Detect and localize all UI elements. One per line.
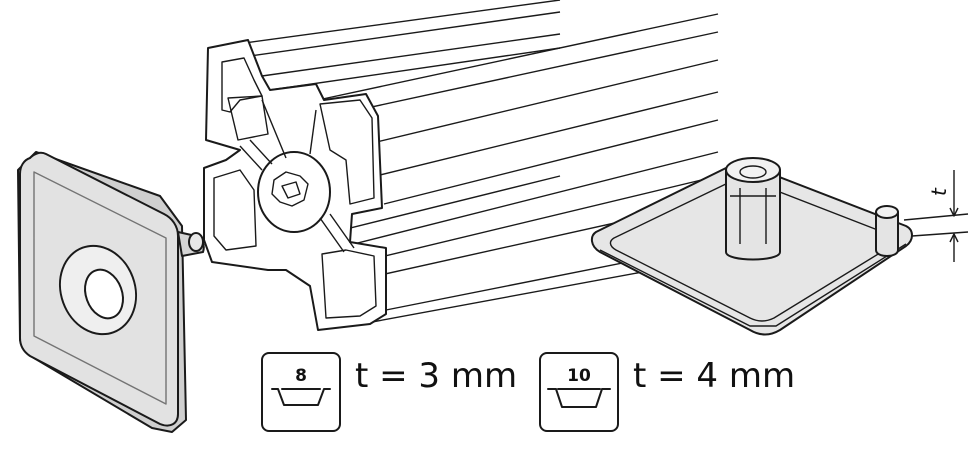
- slot-10-number: 10: [567, 366, 591, 386]
- slot-8-thickness-text: t = 3 mm: [355, 356, 517, 396]
- slot-8-number: 8: [295, 366, 307, 386]
- legend-slot-10: 10 t = 4 mm: [539, 352, 795, 432]
- dimension-t-label: t: [927, 187, 951, 196]
- aluminium-profile: [203, 0, 719, 331]
- slot-10-icon: [539, 352, 619, 432]
- end-cap-front-view: [17, 151, 205, 433]
- legend-slot-8: 8 t = 3 mm: [261, 352, 517, 432]
- slot-10-thickness-text: t = 4 mm: [633, 356, 795, 396]
- slot-8-icon: [261, 352, 341, 432]
- end-cap-rear-view: t: [590, 157, 969, 336]
